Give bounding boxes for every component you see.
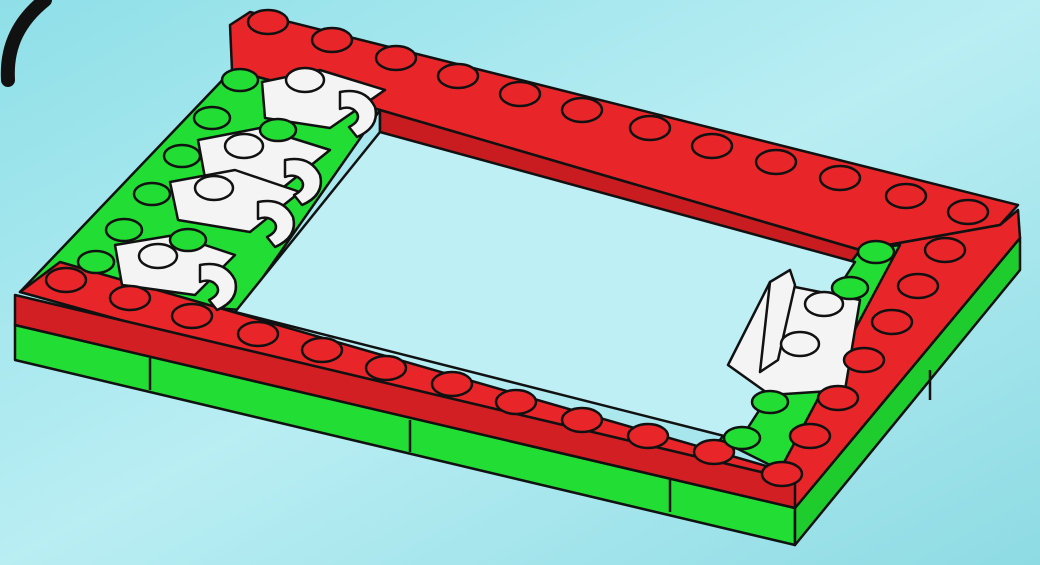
instruction-scene xyxy=(0,0,1040,565)
